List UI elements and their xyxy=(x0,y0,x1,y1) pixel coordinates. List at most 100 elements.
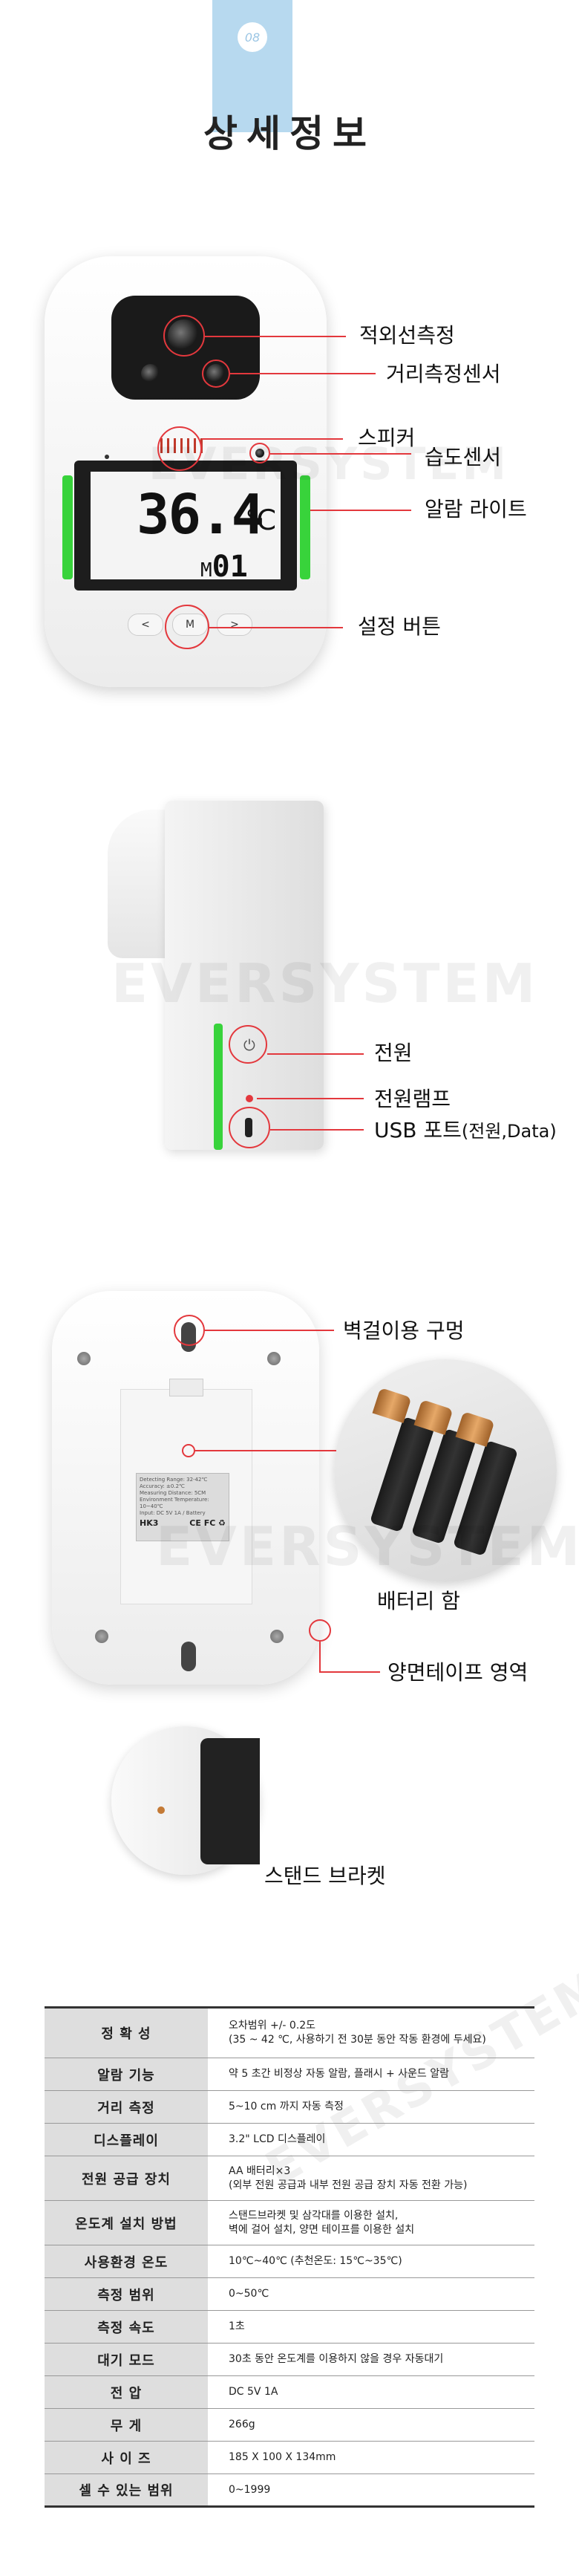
alarm-light-line xyxy=(310,510,411,511)
speaker-line xyxy=(202,438,343,440)
lcd-temperature: 36.4 xyxy=(137,483,264,547)
usb-port-sub: (전원,Data) xyxy=(461,1121,557,1142)
lcd-mode-prefix: M xyxy=(200,559,212,582)
distance-sensor-ring xyxy=(202,360,230,388)
spec-key: 셀 수 있는 범위 xyxy=(45,2473,208,2507)
callout-stand-bracket: 스탠드 브라켓 xyxy=(264,1864,386,1888)
spec-key: 온도계 설치 방법 xyxy=(45,2200,208,2245)
callout-speaker: 스피커 xyxy=(358,426,416,450)
spec-value: 5~10 cm 까지 자동 측정 xyxy=(208,2090,534,2124)
spec-value-line: 185 X 100 X 134mm xyxy=(229,2451,336,2463)
callout-power: 전원 xyxy=(374,1041,413,1065)
plate-line: Environment Temperature: 10~40℃ xyxy=(140,1497,209,1509)
spec-row: 디스플레이 3.2" LCD 디스플레이 xyxy=(45,2123,534,2156)
usb-port-ring xyxy=(229,1107,270,1148)
spec-row: 온도계 설치 방법 스탠드브라켓 및 삼각대를 이용한 설치,벽에 걸어 설치, … xyxy=(45,2200,534,2245)
screw-icon xyxy=(77,1352,91,1365)
page-title: 상세정보 xyxy=(203,112,376,155)
spec-value-line: DC 5V 1A xyxy=(229,2386,278,2398)
spec-key: 전 압 xyxy=(45,2375,208,2409)
spec-key: 정 확 성 xyxy=(45,2007,208,2058)
alarm-light-left xyxy=(62,475,73,579)
spec-value: 0~50℃ xyxy=(208,2277,534,2311)
plate-line: Accuracy: ±0.2℃ xyxy=(140,1483,185,1489)
watermark: EVERSYSTEM xyxy=(156,1515,579,1578)
power-ring xyxy=(229,1025,267,1064)
callout-power-lamp: 전원램프 xyxy=(374,1087,451,1111)
spec-value: 오차범위 +/- 0.2도(35 ~ 42 ℃, 사용하기 전 30분 동안 작… xyxy=(208,2007,534,2058)
spec-value-line: 266g xyxy=(229,2419,255,2430)
indicator-dot xyxy=(105,455,109,459)
screw-icon xyxy=(95,1630,108,1643)
battery-case-zoom xyxy=(334,1359,557,1582)
callout-distance-sensor: 거리측정센서 xyxy=(386,362,501,386)
distance-sensor-left-icon xyxy=(141,364,160,383)
spec-value: 3.2" LCD 디스플레이 xyxy=(208,2123,534,2156)
spec-value-line: 30초 동안 온도계를 이용하지 않을 경우 자동대기 xyxy=(229,2353,444,2365)
spec-value: AA 배터리×3(외부 전원 공급과 내부 전원 공급 장치 자동 전환 가능) xyxy=(208,2156,534,2201)
setting-button-ring xyxy=(165,605,209,649)
spec-key: 알람 기능 xyxy=(45,2058,208,2091)
callout-humidity-sensor: 습도센서 xyxy=(425,445,502,469)
battery-cover-latch xyxy=(169,1379,203,1396)
right-button[interactable]: > xyxy=(217,614,252,636)
spec-value-line: 1초 xyxy=(229,2320,245,2332)
spec-row: 거리 측정 5~10 cm 까지 자동 측정 xyxy=(45,2090,534,2124)
spec-value: 10℃~40℃ (추천온도: 15℃~35℃) xyxy=(208,2245,534,2278)
spec-row: 전 압 DC 5V 1A xyxy=(45,2375,534,2409)
spec-value: 약 5 초간 비정상 자동 알람, 플래시 + 사운드 알람 xyxy=(208,2058,534,2091)
callout-usb-port: USB 포트(전원,Data) xyxy=(374,1114,557,1144)
plate-marks: CE FC ♻ xyxy=(189,1518,226,1528)
lcd-mode-value: 01 xyxy=(212,550,248,584)
spec-key: 사용환경 온도 xyxy=(45,2245,208,2278)
left-button[interactable]: < xyxy=(128,614,163,636)
ir-sensor-ring xyxy=(163,315,205,357)
spec-value: 185 X 100 X 134mm xyxy=(208,2441,534,2474)
lcd-unit: ℃ xyxy=(245,504,277,536)
plate-line: Measuring Distance: 5CM xyxy=(140,1490,206,1496)
spec-value-line: 스탠드브라켓 및 삼각대를 이용한 설치, xyxy=(229,2209,399,2222)
spec-value-line: 0~1999 xyxy=(229,2483,271,2496)
spec-row: 대기 모드 30초 동안 온도계를 이용하지 않을 경우 자동대기 xyxy=(45,2343,534,2376)
section-badge: 08 xyxy=(212,0,292,132)
watermark: EVERSYSTEM xyxy=(111,952,539,1015)
spec-value: 0~1999 xyxy=(208,2473,534,2507)
spec-key: 무 게 xyxy=(45,2408,208,2442)
spec-value: DC 5V 1A xyxy=(208,2375,534,2409)
spec-key: 디스플레이 xyxy=(45,2123,208,2156)
callout-alarm-light: 알람 라이트 xyxy=(425,497,527,521)
callout-tape-area: 양면테이프 영역 xyxy=(387,1660,529,1685)
device-side-body xyxy=(165,801,324,1150)
spec-value: 266g xyxy=(208,2408,534,2442)
spec-value: 30초 동안 온도계를 이용하지 않을 경우 자동대기 xyxy=(208,2343,534,2376)
power-line xyxy=(267,1053,364,1055)
power-lamp-line xyxy=(257,1098,364,1099)
callout-setting-button: 설정 버튼 xyxy=(358,614,441,639)
watermark: EVERSYSTEM xyxy=(148,438,510,490)
alarm-light-right xyxy=(300,475,310,579)
section-number: 08 xyxy=(238,22,267,52)
ir-sensor-line xyxy=(205,336,346,337)
spec-value-line: 5~10 cm 까지 자동 측정 xyxy=(229,2101,344,2112)
spec-value-line: 0~50℃ xyxy=(229,2288,269,2300)
tape-area-ring xyxy=(309,1619,331,1642)
battery-case-line xyxy=(195,1450,336,1451)
setting-button-line xyxy=(209,627,343,628)
lcd-mode: M01 xyxy=(200,550,248,584)
spec-key: 거리 측정 xyxy=(45,2090,208,2124)
lcd-screen xyxy=(91,472,281,579)
side-alarm-light xyxy=(214,1024,223,1150)
spec-value-line: 3.2" LCD 디스플레이 xyxy=(229,2133,326,2145)
power-lamp-dot xyxy=(246,1095,253,1102)
callout-ir-sensor: 적외선측정 xyxy=(359,323,455,348)
spec-key: 대기 모드 xyxy=(45,2343,208,2376)
spec-row: 무 게 266g xyxy=(45,2408,534,2442)
spec-value-line: 벽에 걸어 설치, 양면 테이프를 이용한 설치 xyxy=(229,2223,415,2236)
